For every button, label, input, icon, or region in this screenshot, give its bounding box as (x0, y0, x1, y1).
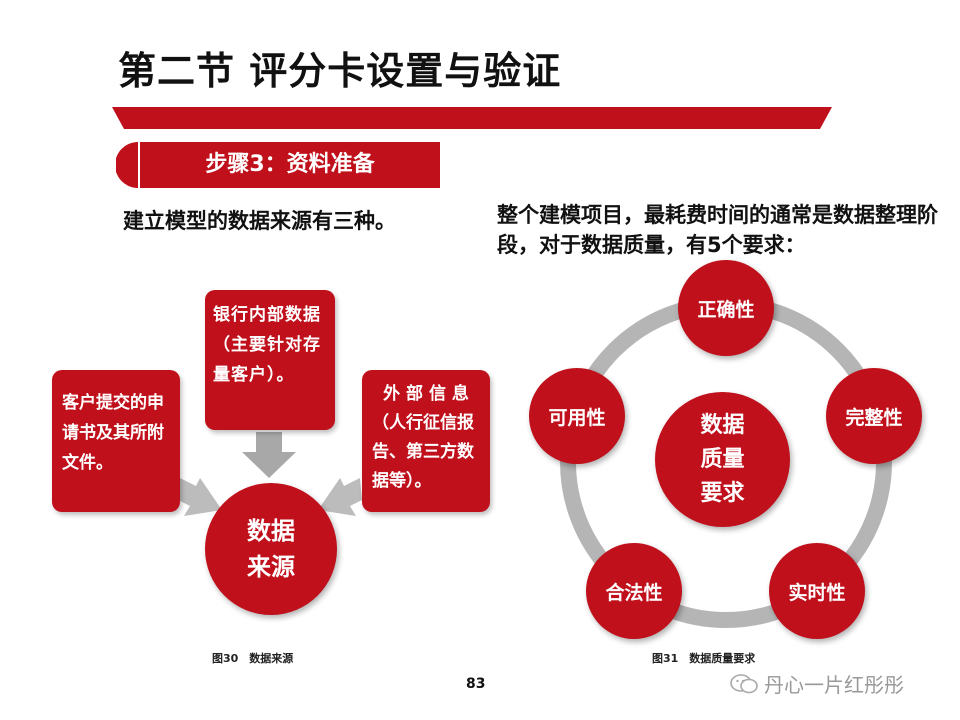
page-number: 83 (466, 676, 486, 692)
intro-left-text: 建立模型的数据来源有三种。 (123, 209, 396, 233)
quality-item-completeness: 完整性 (826, 368, 922, 464)
data-source-line-2: 来源 (247, 553, 295, 581)
arrow-down-icon (242, 432, 296, 478)
intro-right-text: 整个建模项目，最耗费时间的通常是数据整理阶段，对于数据质量，有5个要求： (497, 203, 938, 257)
figure-30-caption: 图30 数据来源 (212, 652, 294, 665)
figure-31-caption: 图31 数据质量要求 (652, 652, 756, 665)
external-info-title: 外 部 信 息 (383, 384, 469, 404)
watermark: 丹心一片红彤彤 (730, 669, 904, 698)
quality-item-timeliness: 实时性 (769, 543, 865, 639)
quality-center-line-1: 数据 (700, 412, 745, 438)
customer-documents-box: 客户提交的申请书及其所附文件。 (52, 370, 180, 512)
external-info-detail: （人行征信报告、第三方数据等）。 (372, 413, 474, 491)
data-source-center: 数据 来源 (205, 483, 337, 615)
bank-internal-data-box: 银行内部数据（主要针对存量客户）。 (205, 290, 335, 430)
title-underline-bar (112, 107, 832, 129)
step-label: 步骤3：资料准备 (205, 152, 375, 177)
step-header-background (116, 142, 440, 188)
data-source-line-1: 数据 (247, 517, 295, 545)
quality-item-correctness: 正确性 (678, 260, 774, 356)
quality-requirements-center: 数据 质量 要求 (655, 392, 790, 527)
arrow-right-icon (178, 478, 222, 516)
quality-item-legality: 合法性 (586, 543, 682, 639)
wechat-icon (730, 673, 758, 693)
quality-item-usability: 可用性 (529, 368, 625, 464)
external-info-box: 外 部 信 息 （人行征信报告、第三方数据等）。 (362, 370, 490, 512)
watermark-text: 丹心一片红彤彤 (764, 673, 904, 697)
quality-center-line-3: 要求 (700, 480, 745, 506)
quality-center-line-2: 质量 (700, 446, 745, 472)
arrow-left-icon (318, 478, 362, 516)
page-title: 第二节 评分卡设置与验证 (118, 49, 562, 93)
step-header: 步骤3：资料准备 (116, 142, 446, 188)
